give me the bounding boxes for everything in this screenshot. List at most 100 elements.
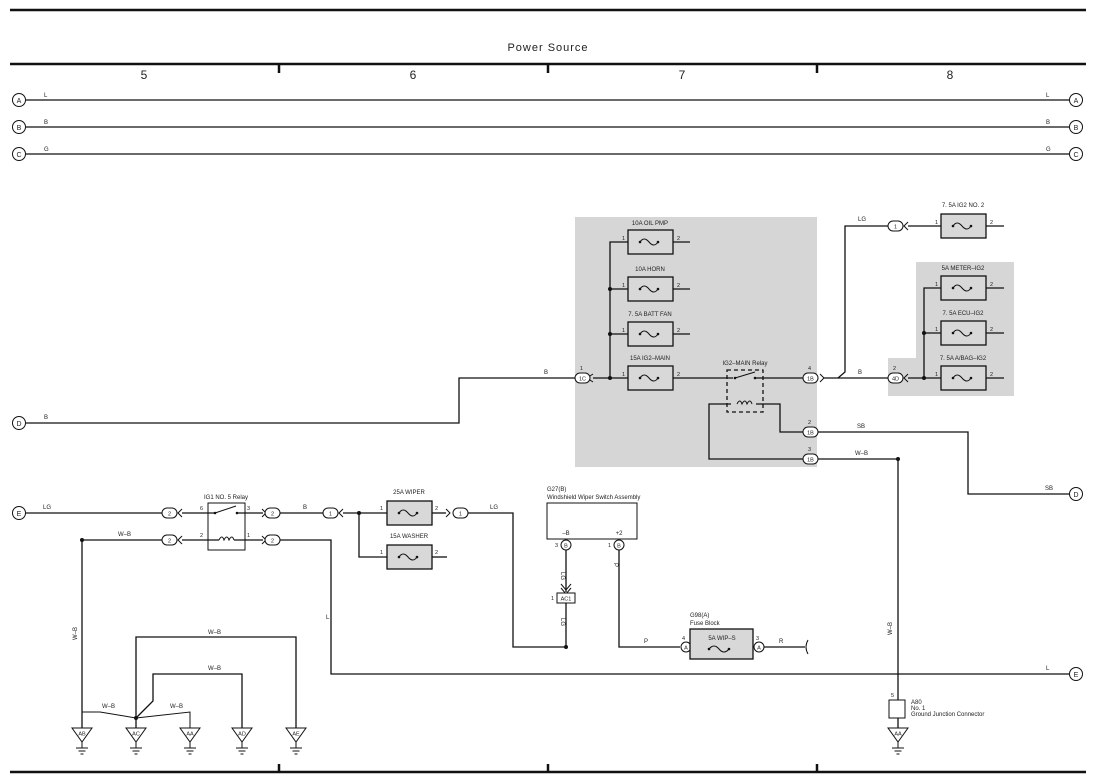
connector-1b-4: 1B 4: [802, 366, 825, 384]
ground-ae: AE: [285, 727, 307, 755]
wire-label-lg: LG: [43, 505, 51, 511]
svg-text:2: 2: [168, 512, 171, 518]
svg-text:2: 2: [677, 372, 680, 378]
column-number: 7: [679, 68, 686, 82]
column-number: 8: [947, 68, 954, 82]
svg-text:1: 1: [580, 366, 583, 372]
ground-aa-right: AA: [887, 727, 909, 755]
svg-text:1: 1: [935, 372, 938, 378]
svg-text:2: 2: [990, 372, 993, 378]
svg-text:15A IG2–MAIN: 15A IG2–MAIN: [630, 356, 670, 362]
fuse-washer: 15A WASHER 1 2: [380, 534, 447, 570]
junction-dot: [564, 645, 568, 649]
terminal-d-left: D: [16, 421, 21, 428]
rail-a: A A L L: [12, 93, 1083, 107]
svg-text:AC1: AC1: [561, 597, 572, 603]
svg-text:2: 2: [435, 506, 438, 512]
wire-label-lg: LG: [490, 505, 498, 511]
svg-text:B: B: [617, 544, 621, 550]
wire-sb-to-d: [818, 431, 1069, 495]
svg-text:15A WASHER: 15A WASHER: [390, 534, 429, 540]
svg-text:W–B: W–B: [208, 666, 221, 672]
svg-text:G27(B): G27(B): [547, 487, 566, 493]
connector-1-top: 1: [887, 220, 909, 232]
svg-text:5A WIP–S: 5A WIP–S: [708, 636, 735, 642]
svg-text:W–B: W–B: [102, 704, 115, 710]
wire-label-sb: SB: [857, 424, 865, 430]
svg-text:2: 2: [677, 236, 680, 242]
ground-splice-network: W–B W–B W–B W–B: [82, 630, 297, 728]
svg-text:W–B: W–B: [208, 630, 221, 636]
svg-text:Ground Junction Connector: Ground Junction Connector: [911, 712, 984, 718]
svg-text:2: 2: [808, 420, 811, 426]
svg-text:1: 1: [935, 220, 938, 226]
fuse-wiper: 25A WIPER 1 2: [380, 490, 438, 526]
svg-text:3: 3: [555, 543, 558, 549]
fuse-abag-ig2: 7. 5A A/BAG–IG2 1 2: [935, 356, 1004, 391]
fuse-ig2-main: 15A IG2–MAIN 1 2: [622, 356, 733, 391]
svg-text:1B: 1B: [807, 431, 814, 437]
rail-c: C C G G: [12, 147, 1083, 161]
wire-lg-to-ig2no2: [837, 225, 888, 379]
wire-label-r: R: [779, 639, 784, 645]
rail-c-left-label: C: [16, 152, 21, 159]
ig2-main-relay: IG2–MAIN Relay: [708, 361, 803, 460]
wire-label-p: P: [644, 639, 648, 645]
connector-4d: 4D 2: [887, 366, 909, 384]
rail-a-left-label: A: [17, 98, 22, 105]
column-number: 5: [141, 68, 148, 82]
fuse-batt-fan: 7. 5A BATT FAN 1 2: [622, 312, 690, 347]
svg-text:1B: 1B: [807, 458, 814, 464]
svg-text:4: 4: [682, 636, 685, 642]
svg-text:1: 1: [459, 512, 462, 518]
junction-dot: [80, 538, 84, 542]
rail-b: B B B B: [12, 120, 1083, 134]
rail-b-left-label: B: [17, 125, 22, 132]
svg-text:5A METER–IG2: 5A METER–IG2: [942, 266, 985, 272]
ground-ad: AD: [231, 727, 253, 755]
svg-text:4D: 4D: [892, 377, 899, 383]
ground-ab: AB: [71, 727, 93, 755]
junction-dot: [922, 376, 926, 380]
svg-text:G98(A): G98(A): [690, 613, 709, 619]
junction-dot: [922, 331, 926, 335]
svg-text:–B: –B: [562, 531, 569, 537]
svg-text:1B: 1B: [807, 377, 814, 383]
terminal-e-right: [1069, 667, 1083, 681]
svg-text:1C: 1C: [579, 377, 586, 383]
rail-c-right-label: C: [1073, 152, 1078, 159]
wire-label-b: B: [44, 415, 48, 421]
wire-label-b: B: [858, 370, 862, 376]
svg-text:3: 3: [756, 636, 759, 642]
fuse-block-g98: G98(A) Fuse Block A 4 5A WIP–S A 3: [680, 613, 765, 660]
fuse-ig2-no2: 7. 5A IG2 NO. 2 1 2: [935, 203, 1004, 239]
svg-text:4: 4: [808, 366, 811, 372]
rail-c-wire-left: G: [44, 147, 49, 153]
svg-text:A: A: [684, 646, 688, 652]
fuse-horn: 10A HORN 1 2: [622, 267, 690, 302]
connector-2-upper-right: 2: [261, 507, 281, 519]
svg-text:W–B: W–B: [170, 704, 183, 710]
svg-text:1: 1: [935, 327, 938, 333]
rail-a-wire-right: L: [1046, 93, 1050, 99]
wire-p-to-fuse-block: [618, 550, 680, 648]
wire-l-to-e: [280, 539, 1069, 675]
wire-label-b: B: [303, 505, 307, 511]
rail-b-wire-left: B: [44, 120, 48, 126]
ground-ac: AC: [125, 727, 147, 755]
svg-text:No. 1: No. 1: [911, 706, 926, 712]
connector-ac1: AC1 1: [551, 592, 576, 604]
svg-text:+2: +2: [616, 531, 624, 537]
windshield-wiper-switch-assembly: G27(B) Windshield Wiper Switch Assembly …: [546, 487, 640, 551]
svg-text:7. 5A A/BAG–IG2: 7. 5A A/BAG–IG2: [940, 356, 987, 362]
svg-text:AA: AA: [186, 732, 194, 738]
svg-text:B: B: [564, 544, 568, 550]
svg-text:2: 2: [435, 550, 438, 556]
svg-text:10A HORN: 10A HORN: [635, 267, 665, 273]
fuse-bus: [593, 241, 628, 379]
svg-text:1: 1: [622, 283, 625, 289]
svg-text:1: 1: [380, 506, 383, 512]
connector-1-wiper: 1: [445, 507, 469, 519]
svg-text:7. 5A IG2 NO. 2: 7. 5A IG2 NO. 2: [942, 203, 985, 209]
wire-label-wb: W–B: [888, 622, 894, 635]
